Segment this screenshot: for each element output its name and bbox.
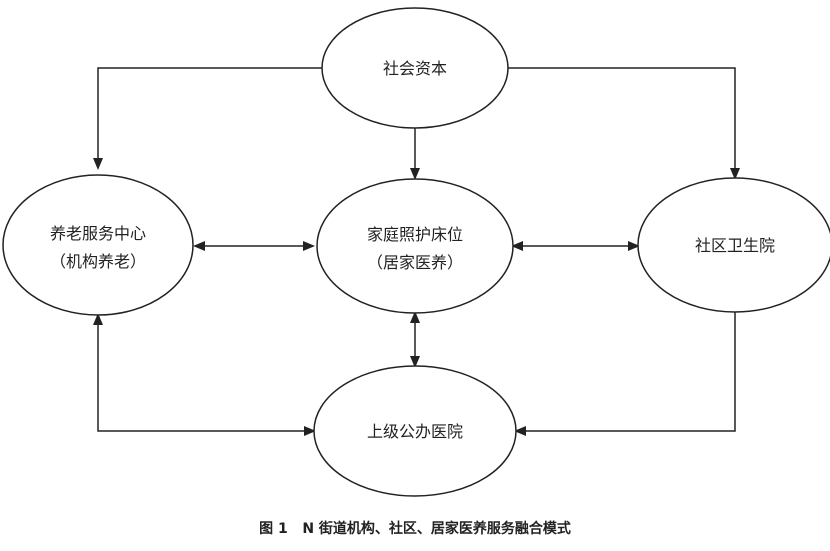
node-community-health-shape <box>637 177 830 313</box>
node-social-capital: 社会资本 <box>321 7 509 129</box>
edge-elderly-center-superior-hospital <box>93 313 316 436</box>
node-family-bed: 家庭照护床位 （居家医养） <box>316 178 514 314</box>
edge-community-health-to-superior-hospital <box>514 312 736 436</box>
node-community-health-label: 社区卫生院 <box>695 236 775 255</box>
node-family-bed-label-line1: 家庭照护床位 <box>367 225 463 244</box>
node-elderly-center: 养老服务中心 （机构养老） <box>2 174 194 316</box>
edge-capital-to-elderly-center <box>93 67 322 170</box>
node-family-bed-shape <box>316 178 514 314</box>
node-elderly-center-shape <box>2 174 194 316</box>
node-community-health: 社区卫生院 <box>637 177 830 313</box>
node-social-capital-label: 社会资本 <box>383 59 447 78</box>
edge-capital-to-community-health <box>508 67 740 180</box>
node-superior-hospital: 上级公办医院 <box>313 365 517 497</box>
figure-caption: 图 1 N 街道机构、社区、居家医养服务融合模式 <box>0 518 830 538</box>
node-elderly-center-label-line1: 养老服务中心 <box>50 224 146 243</box>
node-superior-hospital-label: 上级公办医院 <box>367 422 463 441</box>
figure-caption-prefix: 图 1 <box>259 521 288 537</box>
node-social-capital-shape <box>321 7 509 129</box>
node-elderly-center-label-line2: （机构养老） <box>50 252 146 271</box>
figure-caption-text: N 街道机构、社区、居家医养服务融合模式 <box>302 521 571 537</box>
node-family-bed-label-line2: （居家医养） <box>367 253 463 272</box>
node-superior-hospital-shape <box>313 365 517 497</box>
